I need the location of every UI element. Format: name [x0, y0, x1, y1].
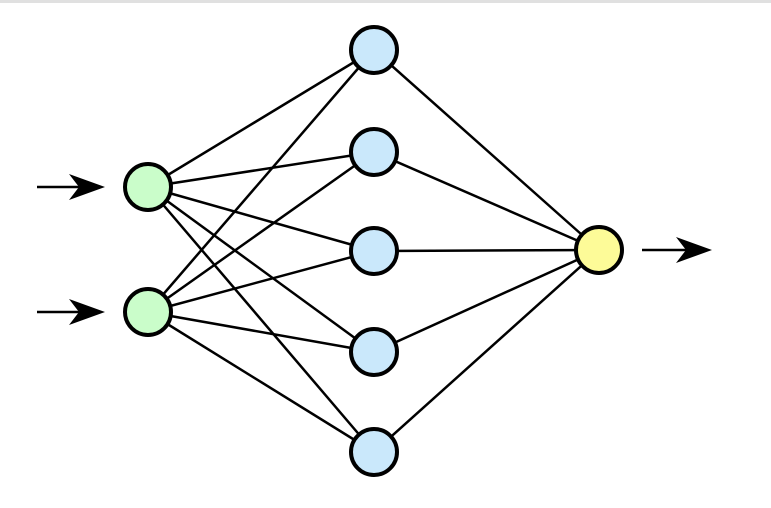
edge-input-2-to-hidden-5 — [147, 310, 375, 454]
input-arrow-1-head — [69, 174, 105, 200]
input-1-node — [123, 162, 173, 212]
edge-input-1-to-hidden-3 — [147, 185, 375, 253]
edge-hidden-1-to-output-1 — [373, 49, 600, 251]
edge-hidden-4-to-output-1 — [373, 248, 600, 354]
edge-hidden-3-to-output-1 — [373, 248, 600, 253]
hidden-2-node — [349, 127, 399, 177]
hidden-5-node — [349, 427, 399, 477]
edge-input-2-to-hidden-4 — [147, 310, 375, 354]
hidden-3-node — [349, 226, 399, 276]
edge-input-2-to-hidden-3 — [147, 249, 375, 314]
edge-input-2-to-hidden-2 — [147, 150, 375, 314]
hidden-1-node — [349, 25, 399, 75]
edge-input-1-to-hidden-1 — [147, 48, 375, 189]
hidden-4-node — [349, 327, 399, 377]
window-top-border — [0, 0, 771, 3]
edge-input-1-to-hidden-4 — [147, 185, 375, 354]
output-arrow-head — [676, 237, 712, 263]
edge-input-1-to-hidden-5 — [147, 186, 375, 453]
edge-input-2-to-hidden-1 — [147, 49, 375, 313]
output-1-node — [574, 225, 624, 275]
edge-input-1-to-hidden-2 — [147, 150, 375, 189]
input-2-node — [123, 287, 173, 337]
input-arrow-2-head — [69, 299, 105, 325]
edge-hidden-2-to-output-1 — [373, 150, 600, 252]
edge-hidden-5-to-output-1 — [373, 249, 600, 453]
